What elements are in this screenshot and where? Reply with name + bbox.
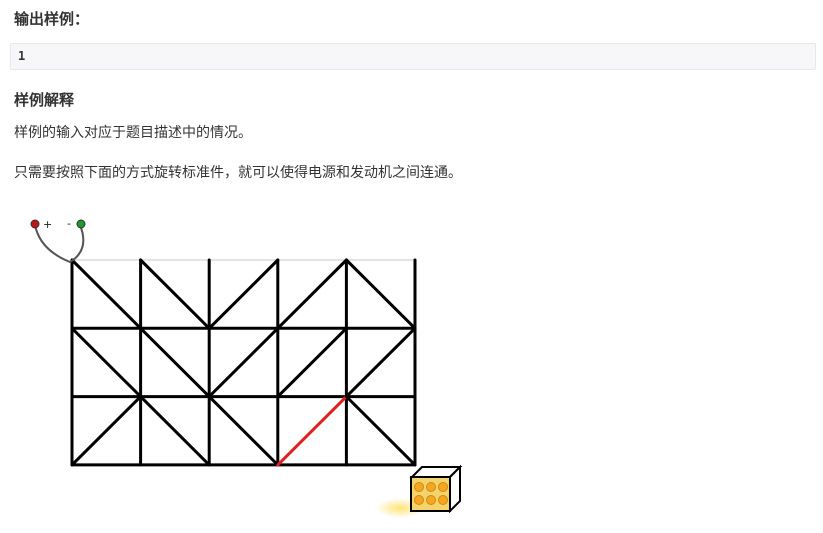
sample-output-code-block: 1 [10,43,816,70]
engine-light [426,495,436,505]
positive-terminal-icon [30,219,40,229]
wire-diagonal [139,326,211,399]
engine-light [414,482,424,492]
engine-light [414,495,424,505]
wire-diagonal [344,395,417,467]
wire-diagonal [70,395,143,467]
power-cable [34,224,85,264]
plus-label: + [43,218,52,231]
wire-diagonal [139,258,211,330]
wire-diagonal [276,326,348,399]
sample-output-value: 1 [18,49,26,63]
wire-diagonal [344,258,417,330]
sample-explanation-heading: 样例解释 [14,91,75,109]
minus-label: - [67,217,71,230]
negative-terminal-icon [76,219,86,229]
wire-diagonal [70,326,143,399]
explanation-line-1: 样例的输入对应于题目描述中的情况。 [14,125,252,141]
wire-diagonal [207,326,280,399]
wire-diagonal [207,258,280,330]
wire-segments [70,258,417,467]
explanation-line-2: 只需要按照下面的方式旋转标准件，就可以使得电源和发动机之间连通。 [14,165,462,181]
engine-icon [376,464,463,518]
sample-output-heading: 输出样例： [14,10,90,28]
wire-diagonal [344,326,417,399]
wire-diagonal [139,395,211,467]
engine-light [438,495,448,505]
wire-diagonal [207,395,280,467]
engine-light [426,482,436,492]
active-wire-diagonal [276,395,348,467]
wire-diagonal [276,258,348,330]
power-source: + - [30,217,86,264]
engine-light [438,482,448,492]
wire-diagonal [70,258,143,330]
